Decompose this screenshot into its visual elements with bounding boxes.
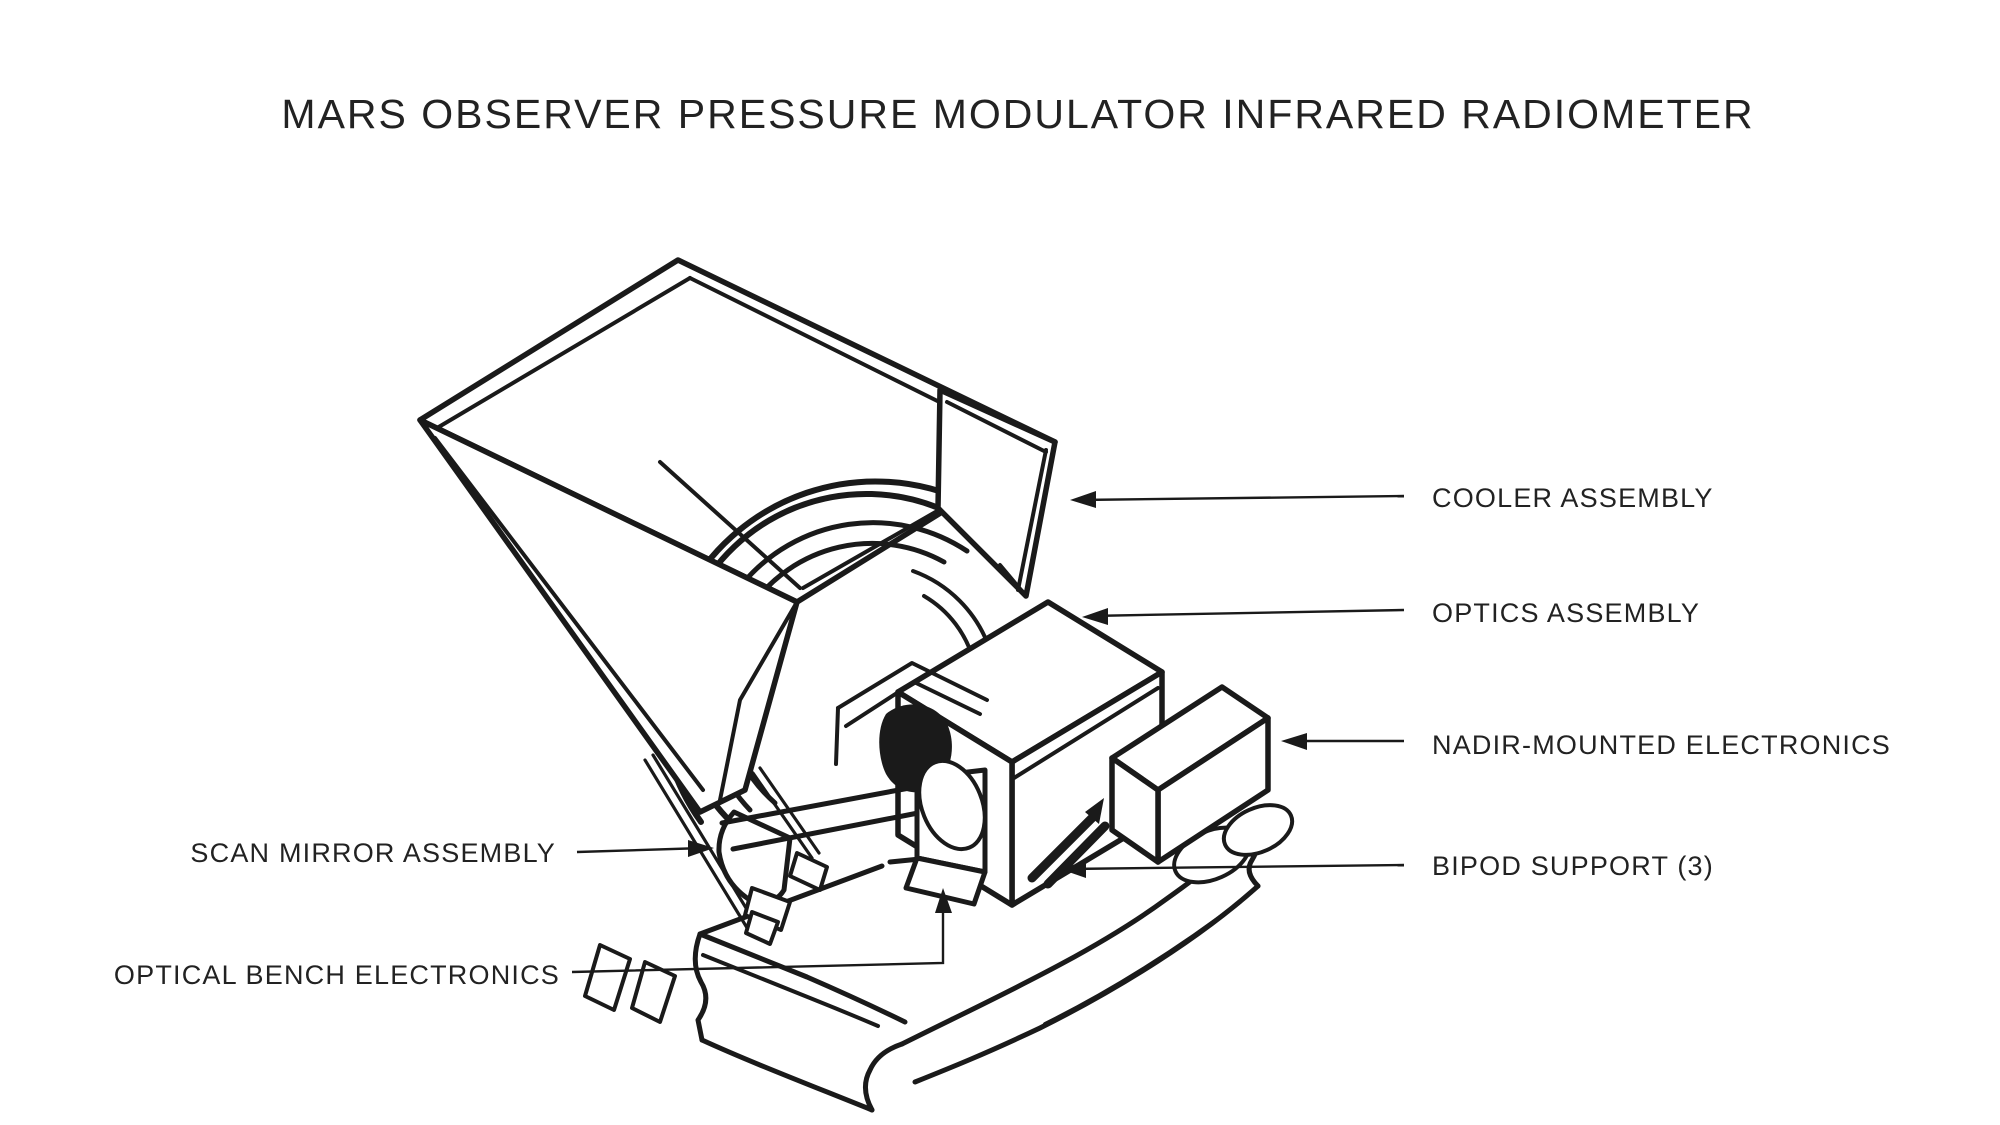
leader-bipod xyxy=(1060,861,1405,878)
page-title: MARS OBSERVER PRESSURE MODULATOR INFRARE… xyxy=(281,91,1754,137)
leader-nadir xyxy=(1281,733,1404,750)
lens-oval xyxy=(917,758,987,852)
shade-feet xyxy=(583,943,677,1024)
leader-optics xyxy=(1082,608,1405,625)
arrowhead-left-icon xyxy=(1060,861,1086,878)
sunshade-right-wall xyxy=(935,387,1058,599)
arrowhead-left-icon xyxy=(1281,733,1307,750)
sunshade-left-wall xyxy=(417,417,800,815)
leader-scan xyxy=(576,840,714,857)
scan-mirror xyxy=(716,809,829,946)
arrowhead-left-icon xyxy=(1082,608,1108,625)
label-cooler-assembly: COOLER ASSEMBLY xyxy=(1432,483,1714,513)
label-nadir-mounted-electronics: NADIR-MOUNTED ELECTRONICS xyxy=(1432,730,1891,760)
leader-bench xyxy=(571,888,952,974)
label-scan-mirror-assembly: SCAN MIRROR ASSEMBLY xyxy=(190,838,556,868)
leader-cooler xyxy=(1070,491,1405,508)
nadir-electronics-box xyxy=(1109,684,1271,865)
label-optical-bench-electronics: OPTICAL BENCH ELECTRONICS xyxy=(114,960,560,990)
optical-bench-housing xyxy=(903,758,988,907)
arrowhead-up-icon xyxy=(935,888,952,913)
bipod-struts xyxy=(1027,798,1110,889)
optical-bench-rail xyxy=(719,784,921,852)
arrowhead-left-icon xyxy=(1070,491,1096,508)
arrowhead-right-icon xyxy=(688,840,714,857)
label-optics-assembly: OPTICS ASSEMBLY xyxy=(1432,598,1700,628)
label-bipod-support: BIPOD SUPPORT (3) xyxy=(1432,851,1714,881)
